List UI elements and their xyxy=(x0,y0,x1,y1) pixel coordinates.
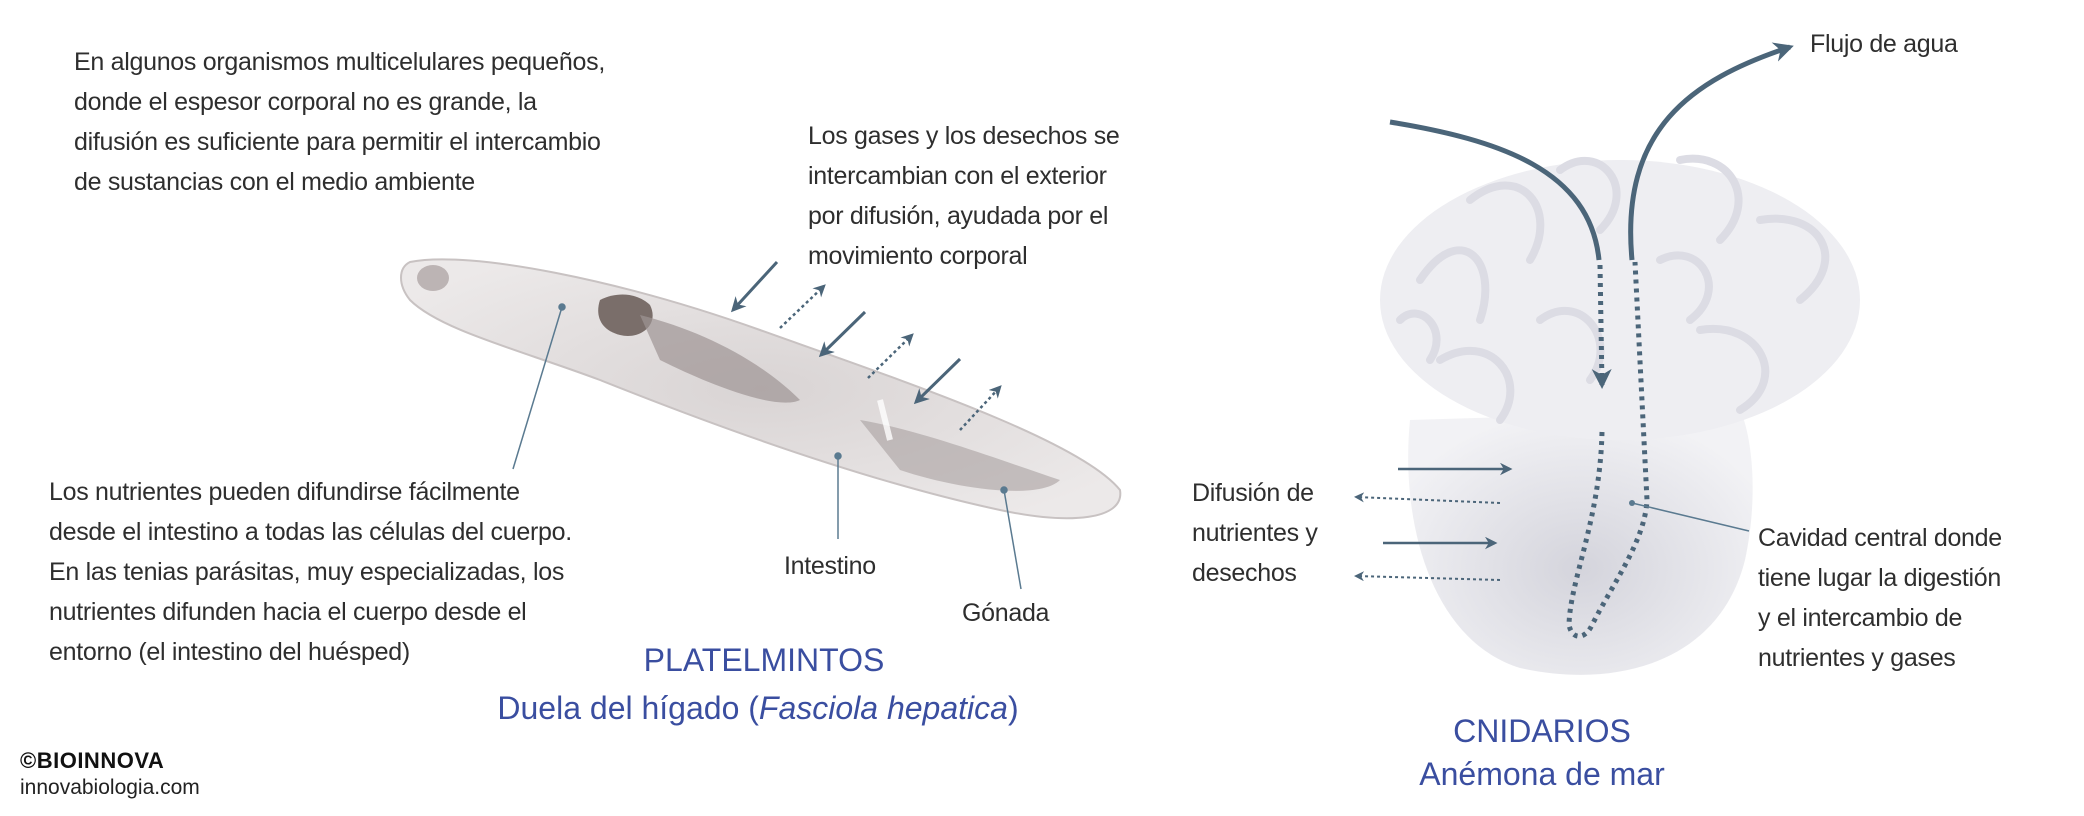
liver-fluke-illustration xyxy=(400,258,1122,520)
text-line: Cavidad central donde xyxy=(1758,524,2002,552)
cavity-leader-line xyxy=(1629,500,1750,532)
intestine-label: Intestino xyxy=(784,552,876,580)
text-line: Los nutrientes pueden difundirse fácilme… xyxy=(49,478,520,506)
text-line: desechos xyxy=(1192,559,1297,587)
anemone-diffusion-arrows xyxy=(1354,462,1513,582)
fluke-diffusion-arrows xyxy=(730,260,1002,431)
text-line: y el intercambio de xyxy=(1758,604,1963,632)
central-cavity-label: Cavidad central donde tiene lugar la dig… xyxy=(1758,518,2002,678)
inward-arrow xyxy=(730,260,779,313)
text-line: entorno (el intestino del huésped) xyxy=(49,638,410,666)
diffusion-label: Difusión de nutrientes y desechos xyxy=(1192,473,1318,593)
subtitle-prefix: Duela del hígado ( xyxy=(497,690,759,726)
inward-arrow xyxy=(818,310,867,358)
text-line: desde el intestino a todas las células d… xyxy=(49,518,572,546)
water-flow-arrows xyxy=(1389,42,1794,639)
platelmintos-subtitle: Duela del hígado (Fasciola hepatica) xyxy=(408,686,1108,730)
outward-arrow xyxy=(867,333,914,379)
species-name: Fasciola hepatica xyxy=(758,690,1008,726)
text-line: En las tenias parásitas, muy especializa… xyxy=(49,558,565,586)
gas-exchange-paragraph: Los gases y los desechos se intercambian… xyxy=(808,116,1120,276)
nutrients-paragraph: Los nutrientes pueden difundirse fácilme… xyxy=(49,472,572,672)
text-line: intercambian con el exterior xyxy=(808,162,1107,190)
text-line: tiene lugar la digestión xyxy=(1758,564,2001,592)
text-line: difusión es suficiente para permitir el … xyxy=(74,128,601,156)
text-line: movimiento corporal xyxy=(808,242,1028,270)
text-line: de sustancias con el medio ambiente xyxy=(74,168,475,196)
sea-anemone-illustration xyxy=(1380,154,1860,675)
platelmintos-title: PLATELMINTOS xyxy=(643,642,885,678)
cnidarios-subtitle: Anémona de mar xyxy=(1419,756,1665,792)
text-line: En algunos organismos multicelulares peq… xyxy=(74,48,605,76)
website-link[interactable]: innovabiologia.com xyxy=(20,776,200,799)
intro-paragraph: En algunos organismos multicelulares peq… xyxy=(74,42,605,202)
text-line: nutrientes difunden hacia el cuerpo desd… xyxy=(49,598,527,626)
subtitle-suffix: ) xyxy=(1007,690,1019,726)
text-line: Difusión de xyxy=(1192,479,1314,507)
gonad-label: Gónada xyxy=(962,599,1050,627)
text-line: donde el espesor corporal no es grande, … xyxy=(74,88,537,116)
inward-arrow xyxy=(913,357,962,405)
outward-arrow xyxy=(779,284,826,329)
text-line: nutrientes y xyxy=(1192,519,1318,547)
text-line: nutrientes y gases xyxy=(1758,644,1956,672)
fluke-leader-lines xyxy=(512,303,1022,590)
brand-logo: ©BIOINNOVA xyxy=(20,748,165,773)
text-line: Los gases y los desechos se xyxy=(808,122,1120,150)
water-flow-label: Flujo de agua xyxy=(1810,30,1958,58)
cnidarios-title: CNIDARIOS xyxy=(1453,713,1631,749)
outward-arrow xyxy=(959,385,1002,431)
text-line: por difusión, ayudada por el xyxy=(808,202,1109,230)
